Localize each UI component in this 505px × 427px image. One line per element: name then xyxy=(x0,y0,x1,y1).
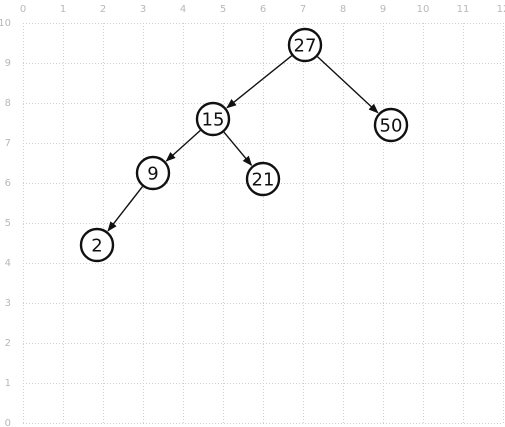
grid xyxy=(23,23,504,424)
x-tick-label: 8 xyxy=(340,4,346,15)
node-label: 9 xyxy=(147,164,158,185)
tree-nodes: 27 15 50 9 21 2 xyxy=(79,27,409,263)
tree-node-15: 15 xyxy=(195,101,231,137)
y-tick-label: 4 xyxy=(5,258,11,269)
y-tick-label: 9 xyxy=(5,58,11,69)
edge-15-to-9 xyxy=(165,129,201,162)
x-tick-label: 0 xyxy=(20,4,26,15)
x-tick-label: 4 xyxy=(180,4,186,15)
tree-node-9: 9 xyxy=(135,155,171,191)
axis-tick-labels: 0123456789101112012345678910 xyxy=(0,4,505,427)
x-tick-label: 3 xyxy=(140,4,146,15)
node-label: 21 xyxy=(252,170,275,191)
y-tick-label: 2 xyxy=(5,338,11,349)
node-circle xyxy=(287,27,323,63)
x-tick-label: 11 xyxy=(457,4,470,15)
edge-27-to-15 xyxy=(226,55,293,109)
y-tick-label: 6 xyxy=(5,178,11,189)
x-tick-label: 5 xyxy=(220,4,226,15)
x-tick-label: 10 xyxy=(417,4,430,15)
node-circle xyxy=(373,107,409,143)
edge-15-to-21 xyxy=(223,131,253,166)
node-circle xyxy=(195,101,231,137)
node-label: 27 xyxy=(294,36,317,57)
x-tick-label: 6 xyxy=(260,4,266,15)
y-tick-label: 5 xyxy=(5,218,11,229)
tree-node-27: 27 xyxy=(287,27,323,63)
tree-node-2: 2 xyxy=(79,227,115,263)
node-label: 2 xyxy=(91,236,102,257)
x-tick-label: 1 xyxy=(60,4,66,15)
y-tick-label: 3 xyxy=(5,298,11,309)
tree-edges xyxy=(107,55,379,232)
y-tick-label: 1 xyxy=(5,378,11,389)
node-circle xyxy=(135,155,171,191)
node-label: 15 xyxy=(202,110,225,131)
x-tick-label: 7 xyxy=(300,4,306,15)
x-tick-label: 9 xyxy=(380,4,386,15)
edge-27-to-50 xyxy=(316,56,379,114)
x-tick-label: 12 xyxy=(497,4,505,15)
y-tick-label: 10 xyxy=(0,18,11,29)
x-tick-label: 2 xyxy=(100,4,106,15)
edge-9-to-2 xyxy=(107,185,144,232)
y-tick-label: 0 xyxy=(5,418,11,427)
tree-node-21: 21 xyxy=(245,161,281,197)
node-circle xyxy=(245,161,281,197)
node-circle xyxy=(79,227,115,263)
y-tick-label: 7 xyxy=(5,138,11,149)
y-tick-label: 8 xyxy=(5,98,11,109)
node-label: 50 xyxy=(380,116,403,137)
tree-node-50: 50 xyxy=(373,107,409,143)
